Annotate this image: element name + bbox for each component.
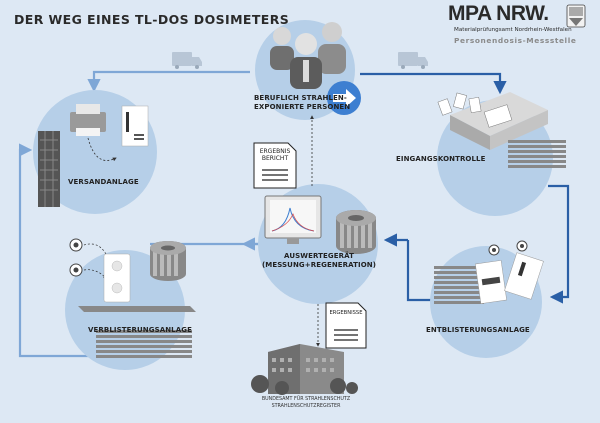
truck-icon-left [172, 52, 202, 69]
logo-department: Personendosis-Messstelle [454, 36, 577, 45]
unblister-discs-icon [488, 240, 528, 256]
results-document-icon [325, 302, 367, 349]
dosimeter-carousel-icon [336, 210, 376, 254]
label-blister: VERBLISTERUNGSANLAGE [88, 326, 192, 334]
label-results: ERGEBNISSE [329, 310, 363, 316]
label-evaluator: AUSWERTEGERÄT (MESSUNG+REGENERATION) [261, 252, 377, 269]
tray-stack-icon-2 [434, 266, 484, 304]
blister-card-icon [103, 253, 131, 303]
logo-subtitle: Materialprüfungsamt Nordrhein-Westfalen [454, 27, 572, 33]
federal-office-building-icon [251, 344, 358, 395]
persons-icon [270, 22, 346, 89]
label-authority-register: STRAHLENSCHUTZREGISTER [271, 404, 341, 409]
label-unblister: ENTBLISTERUNGSANLAGE [426, 326, 530, 334]
truck-icon-right [398, 52, 428, 69]
unblister-cards-icon [475, 252, 544, 304]
result-report-document-icon [253, 142, 297, 189]
label-persons: BERUFLICH STRAHLEN- EXPONIERTE PERSONEN [254, 94, 351, 111]
label-intake: EINGANGSKONTROLLE [396, 155, 486, 163]
next-step-arrow-icon [327, 81, 361, 115]
label-authority-name: BUNDESAMT FÜR STRAHLENSCHUTZ [261, 397, 351, 402]
monitor-icon [264, 195, 322, 244]
blister-discs-icon [69, 238, 109, 279]
dosimeter-carousel-icon-2 [150, 241, 186, 281]
blister-tray-stack-icon [78, 306, 196, 358]
page-title: DER WEG EINES TL-DOS DOSIMETERS [14, 12, 290, 27]
label-result-report: ERGEBNIS BERICHT [259, 148, 291, 162]
printer-icon [70, 104, 106, 136]
flow-arrows [18, 70, 570, 358]
tray-stack-icon [508, 140, 566, 168]
label-dispatch: VERSANDANLAGE [68, 178, 139, 186]
rack-icon [38, 131, 60, 207]
nrw-emblem-icon [566, 4, 586, 28]
logo-wordmark: MPA NRW. [448, 2, 549, 25]
dosimeter-card-icon [121, 105, 149, 147]
box-with-cards-icon [437, 92, 548, 150]
